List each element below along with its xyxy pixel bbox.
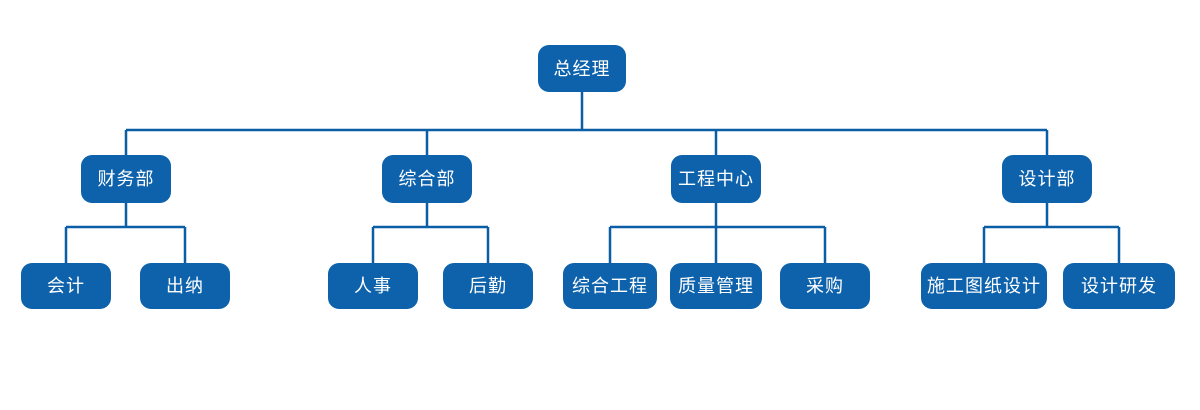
org-node-design-dept: 设计部 xyxy=(1002,155,1092,203)
org-node-procurement: 采购 xyxy=(780,263,870,309)
org-node-engineering-center: 工程中心 xyxy=(671,155,761,203)
org-node-logistics: 后勤 xyxy=(443,263,533,309)
org-node-general-manager: 总经理 xyxy=(538,45,626,92)
org-node-hr: 人事 xyxy=(328,263,418,309)
connector-path xyxy=(64,92,1121,263)
org-node-quality-management: 质量管理 xyxy=(670,263,762,309)
org-node-finance-dept: 财务部 xyxy=(81,155,171,203)
org-node-construction-drawing-design: 施工图纸设计 xyxy=(921,263,1047,309)
org-node-general-engineering: 综合工程 xyxy=(563,263,657,309)
org-node-accounting: 会计 xyxy=(21,263,111,309)
org-node-cashier: 出纳 xyxy=(140,263,230,309)
org-node-general-affairs-dept: 综合部 xyxy=(382,155,472,203)
org-node-design-rnd: 设计研发 xyxy=(1063,263,1175,309)
